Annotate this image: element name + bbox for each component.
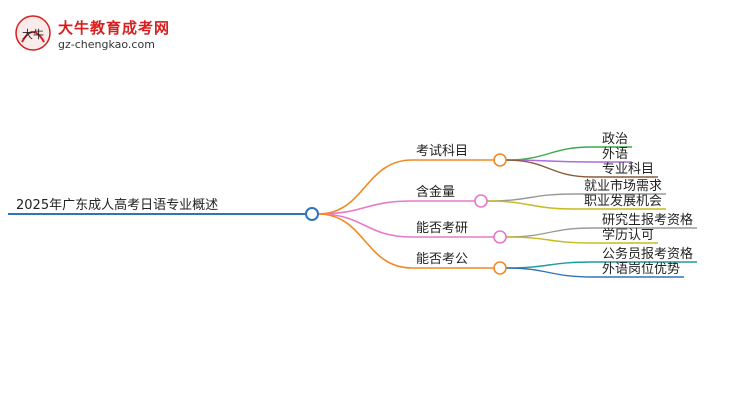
branch-label: 含金量 [416, 184, 455, 200]
branch-node-circle [493, 261, 507, 275]
branch-label: 能否考研 [416, 221, 468, 236]
leaf-label: 外语岗位优势 [602, 261, 680, 277]
branch-connector [317, 200, 413, 215]
branch-connector [317, 213, 413, 238]
leaf-connector [505, 236, 593, 244]
leaf-label: 专业科目 [602, 162, 654, 177]
leaf-label: 政治 [602, 132, 628, 147]
logo-mark-icon: 大牛 [15, 15, 51, 51]
branch-label: 考试科目 [416, 144, 468, 159]
leaf-connector [505, 159, 593, 178]
branch-connector [317, 213, 413, 269]
leaf-label: 学历认可 [602, 227, 654, 243]
leaf-connector [505, 146, 593, 161]
logo-url[interactable]: gz-chengkao.com [58, 38, 155, 51]
leaf-connector [505, 267, 593, 278]
leaf-label: 职业发展机会 [584, 193, 662, 209]
site-logo[interactable]: 大牛 大牛教育成考网 gz-chengkao.com [14, 14, 174, 56]
leaf-connector [486, 193, 575, 202]
leaf-label: 就业市场需求 [584, 178, 662, 194]
leaf-connector [505, 227, 593, 238]
leaf-label: 研究生报考资格 [602, 212, 693, 228]
branch-connector [317, 159, 413, 215]
branch-node-circle [493, 230, 507, 244]
logo-mark-text: 大牛 [22, 27, 44, 41]
branch-node-circle [493, 153, 507, 167]
root-label: 2025年广东成人高考日语专业概述 [16, 197, 218, 213]
leaf-label: 公务员报考资格 [602, 246, 693, 262]
root-node-circle [305, 207, 319, 221]
leaf-connector [486, 200, 575, 210]
leaf-label: 外语 [602, 147, 628, 162]
branch-node-circle [474, 194, 488, 208]
logo-title: 大牛教育成考网 [58, 19, 171, 37]
mindmap-edges [8, 146, 697, 278]
branch-label: 能否考公 [416, 252, 468, 267]
leaf-connector [505, 261, 593, 269]
